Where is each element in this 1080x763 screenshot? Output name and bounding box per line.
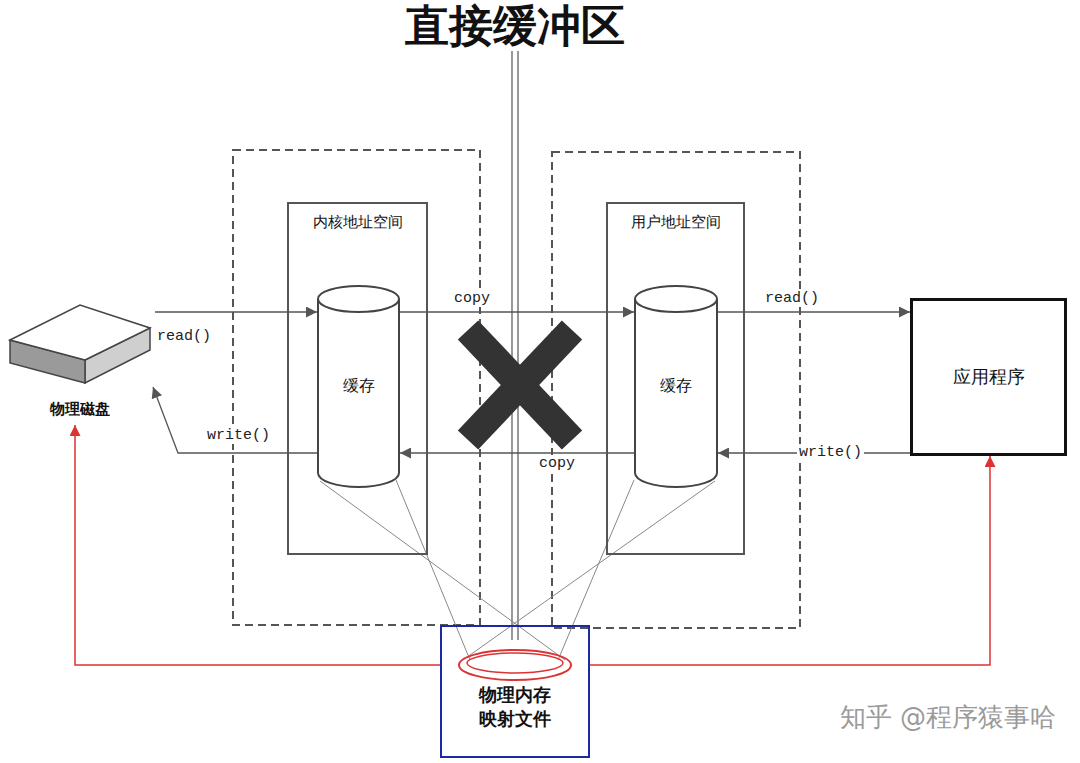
mapping-arrow	[590, 456, 990, 665]
edge-label: write()	[797, 444, 864, 461]
title-wrap: 直接缓冲区	[0, 0, 1030, 52]
mapping-ring	[459, 650, 571, 680]
cross-stroke	[468, 330, 572, 440]
cylinder-top	[635, 286, 717, 312]
node-label: 应用程序	[953, 365, 1025, 389]
node-label: 物理内存 映射文件	[470, 683, 560, 732]
edge-label: copy	[537, 455, 577, 472]
application-box: 应用程序	[910, 298, 1067, 456]
node-label: 物理磁盘	[50, 399, 110, 419]
disk-top	[10, 305, 150, 360]
user-dashed-region	[552, 152, 800, 628]
edge-label: write()	[205, 427, 272, 444]
kernel-space-box: 内核地址空间缓存	[287, 202, 428, 555]
node-label: 用户地址空间	[631, 212, 721, 232]
node-label: 内核地址空间	[313, 212, 403, 232]
node-label: 缓存	[660, 375, 692, 397]
disk-node: 物理磁盘	[5, 295, 155, 425]
cache-cylinder: 缓存	[634, 285, 718, 487]
edge-label: copy	[452, 290, 492, 307]
mapping-line	[396, 480, 470, 660]
flow-arrow	[400, 452, 634, 453]
flow-arrow	[718, 311, 910, 312]
flow-arrow	[320, 481, 565, 660]
flow-arrow	[153, 387, 317, 453]
mapping-line	[558, 480, 634, 660]
cylinder-body	[318, 299, 399, 487]
watermark: 知乎 @程序猿事哈	[840, 700, 1056, 735]
mapped-memory-box: 物理内存 映射文件	[440, 625, 590, 758]
cylinder-body	[635, 299, 717, 487]
cross-stroke	[468, 330, 572, 440]
divider-line	[511, 0, 513, 640]
user-space-box: 用户地址空间缓存	[606, 202, 745, 555]
diagram-title: 直接缓冲区	[397, 0, 633, 51]
cylinder-top	[318, 286, 399, 312]
edge-label: read()	[155, 328, 213, 345]
flow-arrow	[400, 311, 634, 312]
flow-arrow	[155, 311, 317, 312]
node-label: 缓存	[343, 375, 375, 397]
kernel-dashed-region	[233, 150, 480, 625]
edge-label: read()	[763, 290, 821, 307]
mapping-ring	[467, 653, 563, 673]
cache-cylinder: 缓存	[317, 285, 400, 487]
divider-line	[517, 0, 519, 640]
